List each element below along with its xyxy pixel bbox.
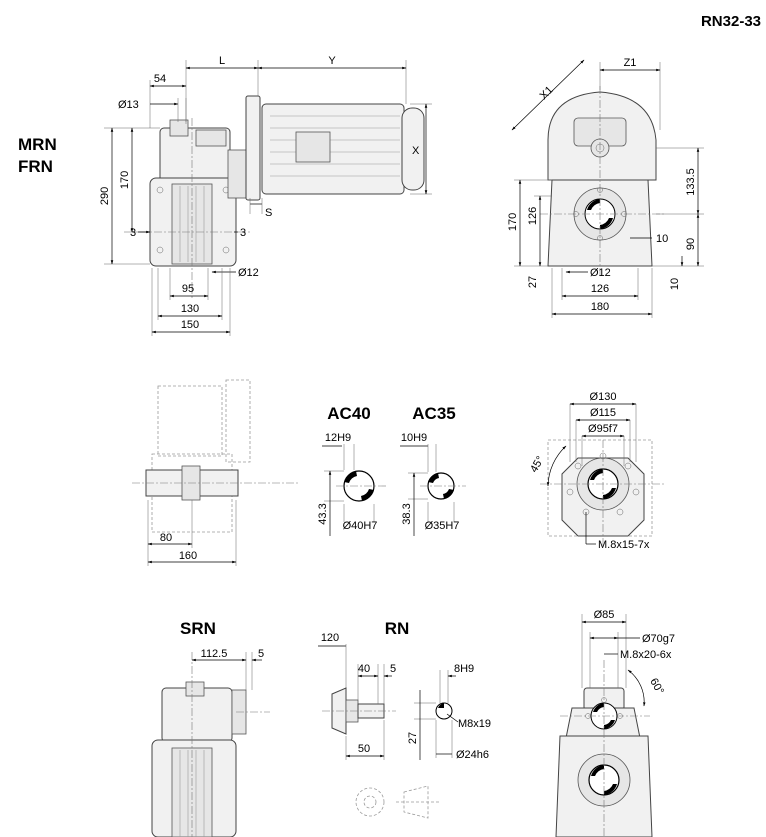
srn-view: SRN 112.5 5 xyxy=(151,619,270,837)
dim-54: 54 xyxy=(154,73,166,85)
ac40-bore: Ø40H7 xyxy=(343,520,378,532)
dim-126-horizontal: 126 xyxy=(591,283,609,295)
dim-d130: Ø130 xyxy=(590,391,617,403)
dim-d115: Ø115 xyxy=(590,407,616,419)
rn-thread: M8x19 xyxy=(458,718,491,730)
dim-150: 150 xyxy=(181,319,199,331)
dim-10: 10 xyxy=(656,233,668,245)
dim-z1: Z1 xyxy=(624,57,637,69)
dim-133-5: 133.5 xyxy=(685,168,697,196)
dim-290: 290 xyxy=(99,187,111,205)
dim-170-side: 170 xyxy=(507,213,519,231)
front-view: L Y 54 Ø13 X S 290 170 3 3 xyxy=(99,55,432,336)
dim-126-vertical: 126 xyxy=(527,207,539,225)
ac35-title: AC35 xyxy=(412,404,455,423)
rn-shaft-diameter: Ø24h6 xyxy=(456,749,489,761)
dim-160: 160 xyxy=(179,550,197,562)
ac35-key: 10H9 xyxy=(401,432,427,444)
dim-s: S xyxy=(265,207,272,219)
ac40-height: 43.3 xyxy=(317,503,329,524)
model-label-mrn: MRN xyxy=(18,135,57,154)
srn-title: SRN xyxy=(180,619,216,638)
ac40-title: AC40 xyxy=(327,404,370,423)
dim-3-right: 3 xyxy=(240,227,246,239)
hollow-shaft-view: 80 160 xyxy=(132,379,300,566)
ac40-key: 12H9 xyxy=(325,432,351,444)
dim-x: X xyxy=(412,145,420,157)
dim-10-bottom: 10 xyxy=(669,278,681,290)
rn-dim-40: 40 xyxy=(358,663,370,675)
dim-80: 80 xyxy=(160,532,172,544)
rn-key: 8H9 xyxy=(454,663,474,675)
flange-view: Ø130 Ø115 Ø95f7 45° M.8x15-7x xyxy=(528,391,666,551)
rn-title: RN xyxy=(385,619,410,638)
dim-d12-side: Ø12 xyxy=(590,267,611,279)
dim-27: 27 xyxy=(527,276,539,288)
ac35-section: AC35 10H9 38.3 Ø35H7 xyxy=(400,404,466,536)
dim-180: 180 xyxy=(591,301,609,313)
rn-flange-view: Ø85 Ø70g7 M.8x20-6x 60° xyxy=(555,609,675,837)
page-title: RN32-33 xyxy=(701,13,761,30)
dim-170: 170 xyxy=(119,171,131,189)
dim-d12: Ø12 xyxy=(238,267,259,279)
dim-130: 130 xyxy=(181,303,199,315)
dim-angle-45: 45° xyxy=(528,454,547,474)
rn-flange-d85: Ø85 xyxy=(594,609,615,621)
dim-d13: Ø13 xyxy=(118,99,139,111)
side-view: X1 Z1 133.5 10 90 10 170 126 27 Ø12 xyxy=(507,57,704,318)
ac40-section: AC40 12H9 43.3 Ø40H7 xyxy=(317,404,386,536)
rn-flange-bolts: M.8x20-6x xyxy=(620,649,672,661)
ac35-bore: Ø35H7 xyxy=(425,520,460,532)
rn-dim-120: 120 xyxy=(321,632,339,644)
rn-dim-50: 50 xyxy=(358,743,370,755)
dim-x1: X1 xyxy=(538,84,556,102)
dim-y: Y xyxy=(328,55,336,67)
ac35-height: 38.3 xyxy=(401,503,413,524)
dim-d95f7: Ø95f7 xyxy=(588,423,618,435)
dim-95: 95 xyxy=(182,283,194,295)
rn-dim-5: 5 xyxy=(390,663,396,675)
rn-view: RN 120 40 5 50 8H9 27 M8x19 xyxy=(318,619,491,819)
dim-bolts: M.8x15-7x xyxy=(598,539,650,551)
dim-3-left: 3 xyxy=(130,227,136,239)
rn-flange-angle-60: 60° xyxy=(647,676,666,696)
model-label-frn: FRN xyxy=(18,157,53,176)
rn-flange-d70g7: Ø70g7 xyxy=(642,633,675,645)
dim-90: 90 xyxy=(685,238,697,250)
dim-l: L xyxy=(219,55,225,67)
srn-dim-112-5: 112.5 xyxy=(201,648,228,660)
rn-height-27: 27 xyxy=(407,732,419,744)
srn-dim-5: 5 xyxy=(258,648,264,660)
